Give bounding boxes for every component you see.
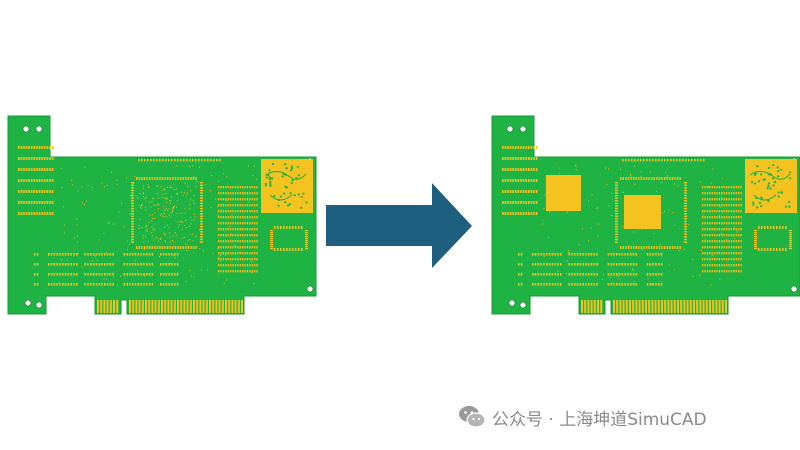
right-bus-rows	[218, 186, 258, 273]
mounting-hole	[519, 125, 527, 133]
edge-connector-fingers	[581, 300, 727, 313]
central-ic-footprint	[615, 177, 687, 249]
mounting-hole	[519, 301, 527, 309]
mounting-hole	[24, 299, 32, 307]
top-pad-strip	[622, 159, 705, 162]
keepout-traces	[749, 163, 792, 209]
mounting-hole	[790, 285, 798, 293]
pcb-board-before	[7, 115, 317, 315]
right-lower-footprint	[754, 226, 792, 251]
watermark: 公众号 · 上海坤道SimuCAD	[458, 404, 707, 430]
transition-arrow	[326, 183, 472, 268]
lower-component-rows	[518, 253, 663, 286]
mounting-hole	[35, 301, 43, 309]
scattered-vias	[58, 165, 258, 286]
pcb-board-after	[491, 115, 800, 315]
lower-component-rows	[34, 253, 179, 286]
mounting-hole	[306, 285, 314, 293]
right-lower-footprint	[270, 226, 308, 251]
left-component-column	[502, 146, 538, 215]
scattered-vias	[542, 165, 738, 286]
mounting-hole	[506, 125, 514, 133]
mounting-hole	[35, 125, 43, 133]
central-ic-footprint	[131, 177, 203, 249]
mounting-hole	[508, 299, 516, 307]
copper-pour-square	[546, 175, 581, 211]
right-bus-rows	[702, 186, 742, 273]
edge-connector-fingers	[97, 300, 243, 313]
left-component-column	[18, 146, 54, 215]
watermark-text: 公众号 · 上海坤道SimuCAD	[492, 409, 707, 430]
right-arrow-shape	[326, 183, 472, 268]
copper-pour-square	[624, 195, 661, 229]
top-pad-strip	[138, 159, 221, 162]
mounting-hole	[22, 125, 30, 133]
wechat-icon	[459, 406, 486, 428]
keepout-traces	[264, 163, 308, 209]
